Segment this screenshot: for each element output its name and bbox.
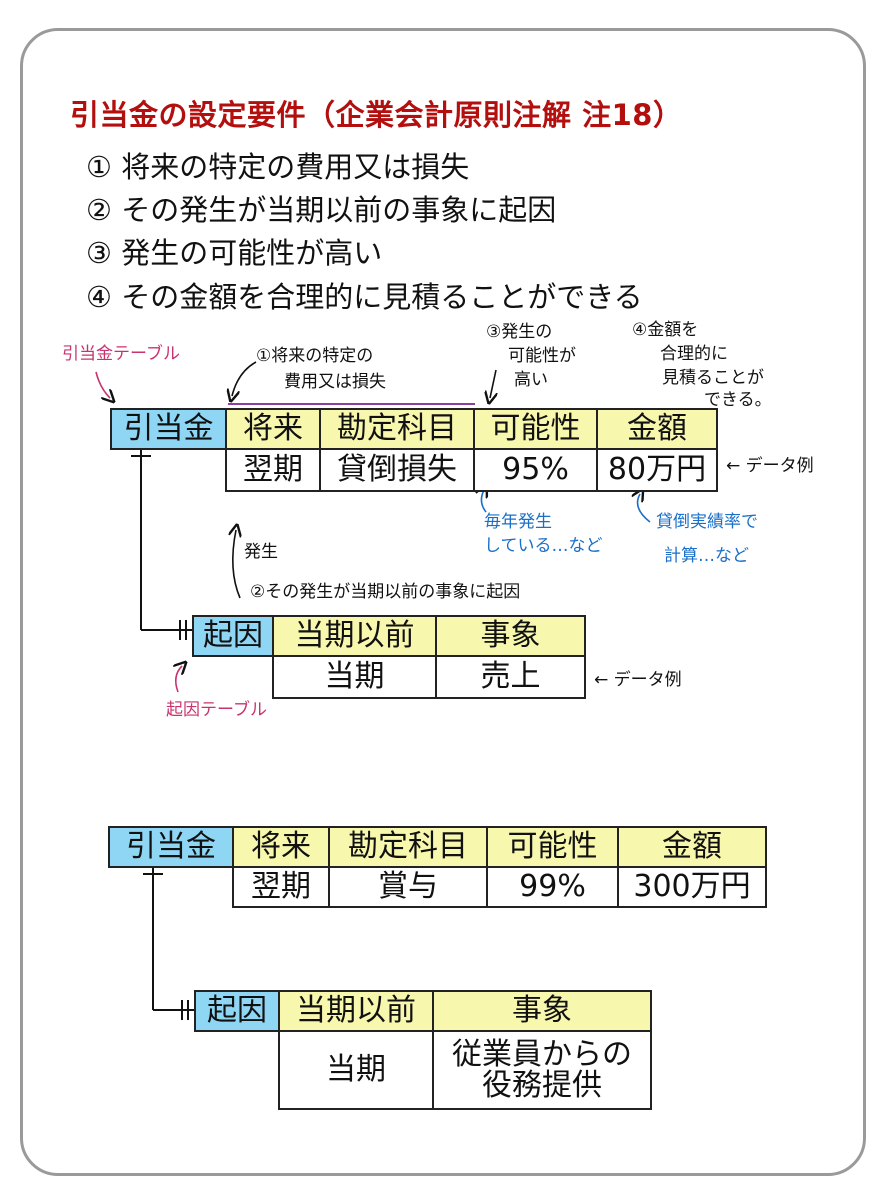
note1-arrow [232,361,257,396]
card-frame [20,28,866,1176]
cause-cell-event-2-line2: 役務提供 [482,1068,602,1103]
note3-line2: 可能性が [508,346,576,366]
cause-cell-event-2: 従業員からの 役務提供 [432,1030,652,1110]
provision-header-probability: 可能性 [473,408,598,450]
provision-cell-future: 翌期 [225,448,321,492]
blue-note2-arrow [638,494,651,523]
cause-cell-event-2-line1: 従業員からの [452,1036,632,1072]
blue-note1-arrow [481,490,486,513]
provision-header-probability-2: 可能性 [486,826,619,868]
note2: ②その発生が当期以前の事象に起因 [250,582,521,602]
note3-arrow [490,369,496,398]
provision-cell-probability-2: 99% [486,866,619,908]
note3-line3: 高い [514,370,548,390]
cause-table-name: 起因 [192,615,274,657]
requirement-2: ② その発生が当期以前の事象に起因 [86,193,557,227]
cause-cell-period-2: 当期 [278,1030,434,1110]
requirement-4: ④ その金額を合理的に見積ることができる [86,280,643,314]
blue-note2-line1: 貸倒実績率で [656,512,758,532]
cause-table-name-2: 起因 [194,990,280,1032]
provision-header-account: 勘定科目 [319,408,475,450]
note3-line1: ③発生の [486,322,553,342]
cause-cell-period: 当期 [272,655,437,699]
note4-line2: 合理的に [660,344,728,364]
blue-note2-line2: 計算…など [664,546,749,566]
provision-label-arrow [95,371,110,398]
provision-header-amount-2: 金額 [617,826,767,868]
provision-table-label: 引当金テーブル [62,344,180,364]
provision-cell-future-2: 翌期 [232,866,330,908]
cause-cell-event: 売上 [435,655,586,699]
provision-table-name-2: 引当金 [108,826,234,868]
provision-cell-amount: 80万円 [596,448,718,492]
note4-line4: できる。 [704,390,772,410]
provision-header-future: 将来 [225,408,321,450]
note4-line3: 見積ることが [662,368,764,388]
cause-header-event-2: 事象 [432,990,652,1032]
blue-note1-line1: 毎年発生 [484,512,552,532]
provision-header-amount: 金額 [596,408,718,450]
requirement-3: ③ 発生の可能性が高い [86,236,383,270]
provision-cell-account: 貸倒損失 [319,448,475,492]
note4-line1: ④金額を [632,320,699,340]
data-example-label-1: ← データ例 [726,456,814,476]
blue-note1-line2: している…など [484,536,603,556]
note1-line2: 費用又は損失 [284,372,386,392]
cause-label-arrow [176,666,182,693]
hassei-arrow [233,530,240,599]
page-title: 引当金の設定要件（企業会計原則注解 注18） [70,98,683,132]
requirement-1: ① 将来の特定の費用又は損失 [86,150,470,184]
provision-header-future-2: 将来 [232,826,330,868]
provision-cell-probability: 95% [473,448,598,492]
cause-header-period-2: 当期以前 [278,990,434,1032]
cause-header-period: 当期以前 [272,615,437,657]
relation-line-2 [143,868,194,1020]
provision-header-account-2: 勘定科目 [328,826,488,868]
provision-table-name: 引当金 [110,408,227,450]
note1-line1: ①将来の特定の [256,346,374,366]
provision-cell-account-2: 賞与 [328,866,488,908]
data-example-label-2: ← データ例 [594,670,682,690]
hassei-note: 発生 [244,542,278,562]
cause-header-event: 事象 [435,615,586,657]
relation-line-1 [131,450,192,640]
provision-cell-amount-2: 300万円 [617,866,767,908]
cause-table-label: 起因テーブル [166,700,267,720]
